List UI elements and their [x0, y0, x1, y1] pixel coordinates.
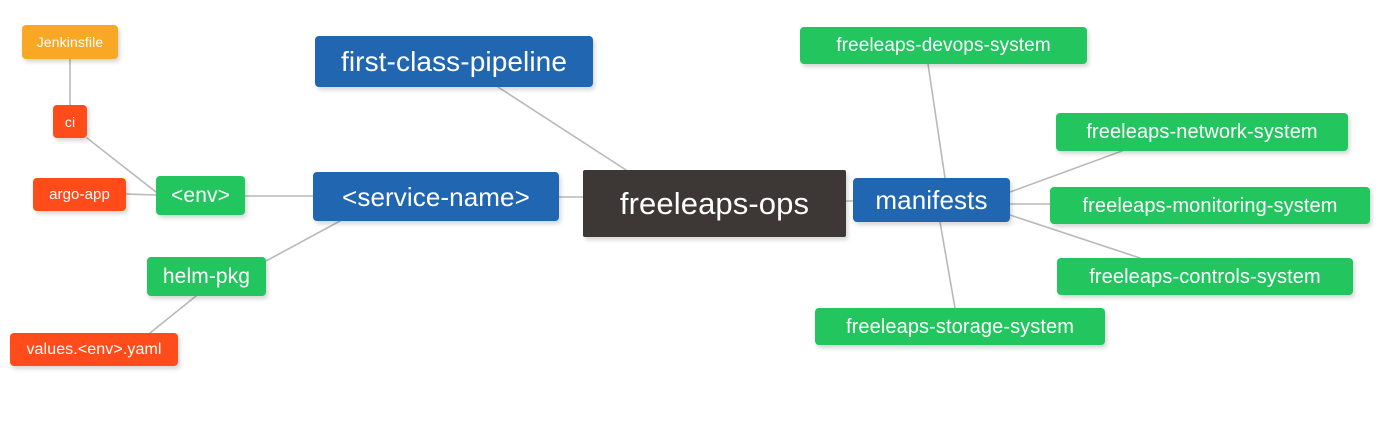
node-label: values.<env>.yaml	[26, 340, 162, 358]
edge-first-class-pipeline-to-freeleaps-ops	[497, 86, 627, 171]
mindmap-node-service-name[interactable]: <service-name>	[313, 172, 559, 221]
node-label: freeleaps-network-system	[1086, 121, 1318, 143]
node-label: first-class-pipeline	[340, 45, 568, 77]
mindmap-node-values-yaml[interactable]: values.<env>.yaml	[10, 333, 178, 366]
node-label: freeleaps-storage-system	[845, 315, 1075, 338]
edge-manifests-to-freeleaps-storage-system	[939, 221, 956, 309]
mindmap-node-first-class-pipeline[interactable]: first-class-pipeline	[315, 36, 593, 87]
mindmap-node-manifests[interactable]: manifests	[853, 178, 1010, 222]
edge-values-yaml-to-helm-pkg	[149, 295, 197, 334]
mindmap-node-freeleaps-monitoring-system[interactable]: freeleaps-monitoring-system	[1050, 187, 1370, 224]
edge-manifests-to-freeleaps-network-system	[1009, 150, 1123, 193]
node-label: ci	[64, 113, 76, 130]
mindmap-node-freeleaps-storage-system[interactable]: freeleaps-storage-system	[815, 308, 1105, 345]
mindmap-node-helm-pkg[interactable]: helm-pkg	[147, 257, 266, 296]
mindmap-node-freeleaps-controls-system[interactable]: freeleaps-controls-system	[1057, 258, 1353, 295]
node-label: <env>	[171, 184, 230, 207]
mindmap-node-ci[interactable]: ci	[53, 105, 87, 138]
node-label: freeleaps-ops	[619, 186, 810, 221]
mindmap-node-argo-app[interactable]: argo-app	[33, 178, 126, 211]
mindmap-node-freeleaps-ops[interactable]: freeleaps-ops	[583, 170, 846, 237]
node-label: Jenkinsfile	[36, 34, 104, 50]
node-label: freeleaps-devops-system	[836, 35, 1051, 56]
mindmap-node-freeleaps-network-system[interactable]: freeleaps-network-system	[1056, 113, 1348, 151]
node-label: helm-pkg	[162, 265, 251, 288]
node-label: manifests	[875, 185, 988, 215]
edge-freeleaps-devops-system-to-manifests	[927, 63, 946, 179]
mindmap-node-freeleaps-devops-system[interactable]: freeleaps-devops-system	[800, 27, 1087, 64]
node-label: <service-name>	[342, 181, 530, 212]
mindmap-node-jenkinsfile[interactable]: Jenkinsfile	[22, 25, 118, 59]
node-label: argo-app	[49, 186, 110, 203]
edge-argo-app-to-env	[125, 193, 157, 196]
mindmap-node-env[interactable]: <env>	[156, 176, 245, 215]
node-label: freeleaps-monitoring-system	[1082, 194, 1338, 217]
edge-helm-pkg-to-service-name	[265, 220, 341, 262]
node-label: freeleaps-controls-system	[1089, 265, 1321, 288]
